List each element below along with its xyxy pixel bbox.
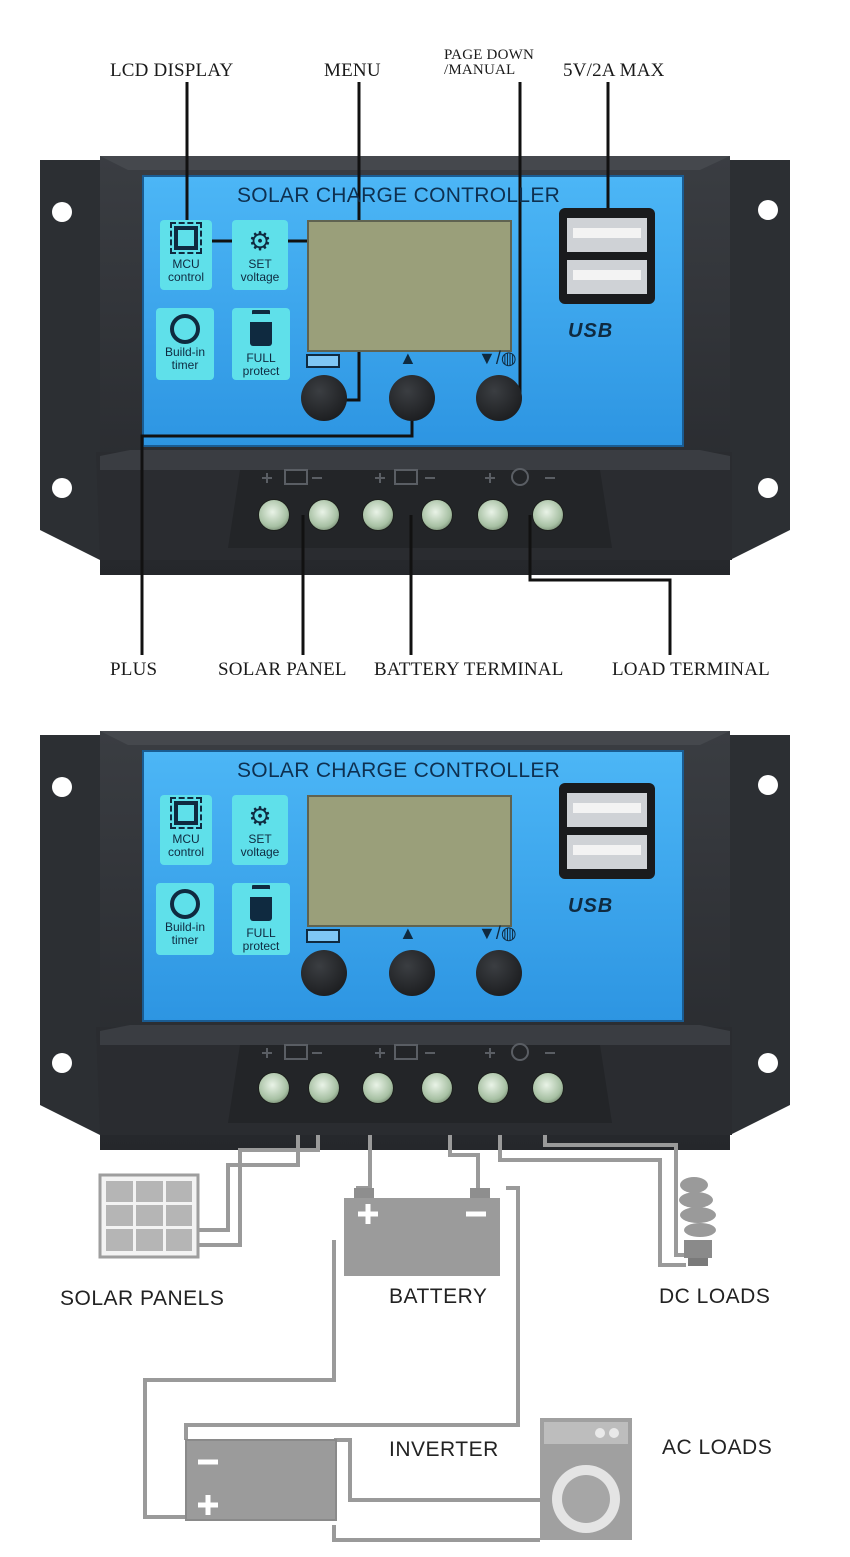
callout-page-down: PAGE DOWN /MANUAL [444,48,534,78]
top-feature-protect-line2: protect [242,364,280,378]
bottom-feature-protect-line2: protect [242,939,280,953]
wiring [143,1135,690,1542]
label-inverter: INVERTER [389,1438,499,1461]
padlock-icon [250,889,272,921]
gear-icon: ⚙ [248,801,272,831]
top-plus-button[interactable] [389,375,435,421]
callout-battery-terminal: BATTERY TERMINAL [374,659,564,680]
chip-icon [170,222,202,254]
bottom-feature-mcu: MCU control [160,795,212,865]
callout-menu: MENU [324,60,381,81]
clock-icon [170,889,200,919]
solar-panel-icon [98,1173,200,1259]
bottom-feature-timer: Build-in timer [156,883,214,955]
bottom-feature-set: ⚙ SET voltage [232,795,288,865]
top-feature-timer: Build-in timer [156,308,214,380]
bottom-feature-mcu-line1: MCU [172,832,200,846]
top-usb-port[interactable] [559,208,655,304]
bottom-plus-symbol-icon: ▲ [399,923,417,943]
washing-machine-icon [540,1418,632,1540]
battery-icon [344,1188,500,1276]
bottom-feature-mcu-line2: control [167,845,205,859]
top-plus-symbol-icon: ▲ [399,348,417,368]
bottom-usb-port[interactable] [559,783,655,879]
inverter-icon [185,1439,337,1521]
top-pagedown-symbol-icon: ▼/◍ [478,348,517,368]
callout-page-down-line2: /MANUAL [444,62,516,78]
top-pagedown-button[interactable] [476,375,522,421]
gear-icon: ⚙ [248,226,272,256]
callout-page-down-line1: PAGE DOWN [444,47,534,63]
label-battery: BATTERY [389,1285,488,1308]
bottom-pagedown-symbol-icon: ▼/◍ [478,923,517,943]
top-menu-symbol-icon [306,354,340,368]
top-feature-set-line2: voltage [240,270,280,284]
callout-lcd-display: LCD DISPLAY [110,60,234,81]
clock-icon [170,314,200,344]
bottom-feature-timer-line1: Build-in [164,920,206,934]
padlock-icon [250,314,272,346]
top-feature-mcu-line2: control [167,270,205,284]
bottom-feature-protect-line1: FULL [246,926,276,940]
chip-icon [170,797,202,829]
bottom-plus-button[interactable] [389,950,435,996]
top-panel-title: SOLAR CHARGE CONTROLLER [237,184,561,207]
bottom-menu-symbol-icon [306,929,340,943]
top-feature-protect: FULL protect [232,308,290,380]
bottom-feature-protect: FULL protect [232,883,290,955]
callout-load-terminal: LOAD TERMINAL [612,659,770,680]
label-ac-loads: AC LOADS [662,1436,773,1459]
top-usb-label: USB [568,320,614,342]
top-menu-button[interactable] [301,375,347,421]
bottom-pagedown-button[interactable] [476,950,522,996]
top-feature-mcu-line1: MCU [172,257,200,271]
callout-solar-panel: SOLAR PANEL [218,659,347,680]
bottom-panel-title: SOLAR CHARGE CONTROLLER [237,759,561,782]
top-feature-protect-line1: FULL [246,351,276,365]
top-feature-timer-line1: Build-in [164,345,206,359]
bulb-icon [679,1177,716,1266]
bottom-feature-set-line2: voltage [240,845,280,859]
top-feature-set: ⚙ SET voltage [232,220,288,290]
callout-usb-max: 5V/2A MAX [563,60,665,81]
bottom-feature-timer-line2: timer [171,933,199,947]
bottom-usb-label: USB [568,895,614,917]
bottom-lcd-screen [307,795,512,927]
label-solar-panels: SOLAR PANELS [60,1287,225,1310]
top-feature-mcu: MCU control [160,220,212,290]
label-dc-loads: DC LOADS [659,1285,771,1308]
bottom-feature-set-line1: SET [248,832,272,846]
top-feature-set-line1: SET [248,257,272,271]
top-feature-timer-line2: timer [171,358,199,372]
top-lcd-screen [307,220,512,352]
callout-plus: PLUS [110,659,158,680]
bottom-menu-button[interactable] [301,950,347,996]
